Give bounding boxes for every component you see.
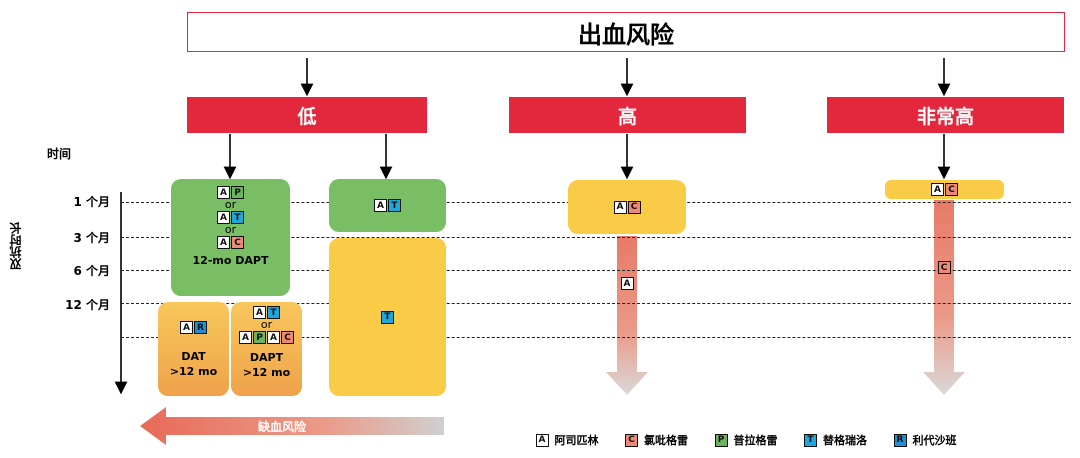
option-ar: A R bbox=[158, 321, 229, 334]
dat-box: A R DAT >12 mo bbox=[158, 302, 229, 396]
ticagrelor-badge: T bbox=[804, 433, 817, 447]
legend-item-rivaroxaban: R 利代沙班 bbox=[893, 432, 957, 448]
ticagrelor-badge: T bbox=[381, 310, 394, 324]
or-text: or bbox=[260, 318, 273, 331]
legend-item-ticagrelor: T 替格瑞洛 bbox=[804, 432, 867, 448]
option-ac: A C bbox=[171, 236, 290, 249]
aspirin-badge: A bbox=[253, 306, 266, 319]
low-at-box: A T bbox=[329, 179, 446, 232]
high-ac-box: A C bbox=[568, 180, 686, 234]
option-at: A T bbox=[231, 306, 302, 319]
legend-item-prasugrel: P 普拉格雷 bbox=[714, 432, 778, 448]
ticagrelor-badge: T bbox=[388, 199, 401, 212]
aspirin-badge: A bbox=[535, 433, 549, 447]
ticagrelor-badge: T bbox=[231, 211, 244, 224]
aspirin-badge: A bbox=[374, 199, 387, 212]
aspirin-badge: A bbox=[180, 321, 193, 334]
aspirin-badge: A bbox=[217, 186, 230, 199]
legend-item-aspirin: A 阿司匹林 bbox=[535, 432, 599, 448]
legend: A 阿司匹林 C 氯吡格雷 P 普拉格雷 T 替格瑞洛 R 利代沙班 bbox=[535, 432, 957, 448]
gridline-12-month bbox=[121, 303, 1071, 304]
clopidogrel-badge: C bbox=[627, 200, 641, 214]
aspirin-badge: A bbox=[931, 183, 944, 196]
legend-label: 氯吡格雷 bbox=[644, 434, 688, 447]
legend-label: 替格瑞洛 bbox=[823, 434, 867, 447]
aspirin-badge: A bbox=[217, 236, 230, 249]
very-high-ac-box: A C bbox=[885, 180, 1004, 199]
prasugrel-badge: P bbox=[714, 433, 728, 447]
dat-caption: DAT bbox=[181, 350, 206, 363]
prasugrel-badge: P bbox=[253, 331, 266, 344]
dapt-extended-box: A T or A P A C DAPT >12 mo bbox=[231, 302, 302, 396]
risk-low-box: 低 bbox=[187, 97, 427, 133]
duration-axis-label: 双抗时长 bbox=[9, 222, 23, 270]
or-text: or bbox=[224, 198, 237, 211]
clopidogrel-badge: C bbox=[231, 236, 244, 249]
clopidogrel-badge: C bbox=[281, 331, 294, 344]
aspirin-badge: A bbox=[239, 331, 252, 344]
option-at: A T bbox=[171, 211, 290, 224]
risk-high-box: 高 bbox=[509, 97, 746, 133]
clopidogrel-badge: C bbox=[625, 433, 638, 447]
bleeding-risk-title: 出血风险 bbox=[187, 12, 1065, 52]
aspirin-badge: A bbox=[267, 331, 280, 344]
dat-duration: >12 mo bbox=[169, 365, 218, 378]
tick-3-month: 3 个月 bbox=[73, 231, 110, 245]
rivaroxaban-badge: R bbox=[194, 321, 207, 334]
risk-very-high-box: 非常高 bbox=[827, 97, 1064, 133]
tick-12-month: 12 个月 bbox=[65, 298, 110, 312]
aspirin-badge: A bbox=[217, 211, 230, 224]
gridline-beyond-12 bbox=[121, 337, 1071, 338]
ticagrelor-badge: T bbox=[267, 306, 280, 319]
dapt-duration: >12 mo bbox=[242, 366, 291, 379]
legend-label: 利代沙班 bbox=[912, 434, 957, 447]
legend-item-clopidogrel: C 氯吡格雷 bbox=[625, 432, 688, 448]
option-ap-ac: A P A C bbox=[231, 331, 302, 344]
clopidogrel-badge: C bbox=[945, 183, 958, 196]
low-dapt-12mo-box: A P or A T or A C 12-mo DAPT bbox=[171, 179, 290, 296]
low-t-mono-box: T bbox=[329, 238, 446, 396]
gridline-6-month bbox=[121, 270, 1071, 271]
or-text: or bbox=[224, 223, 237, 236]
aspirin-badge: A bbox=[613, 200, 627, 214]
dapt-12mo-caption: 12-mo DAPT bbox=[192, 254, 269, 267]
rivaroxaban-badge: R bbox=[893, 433, 907, 447]
prasugrel-badge: P bbox=[231, 186, 244, 199]
legend-label: 普拉格雷 bbox=[733, 434, 778, 447]
clopidogrel-badge: C bbox=[937, 261, 951, 274]
high-arrow-badge: A bbox=[617, 277, 637, 290]
ischemic-risk-label: 缺血风险 bbox=[258, 420, 307, 434]
aspirin-badge: A bbox=[620, 277, 634, 290]
dapt-caption: DAPT bbox=[249, 351, 284, 364]
tick-6-month: 6 个月 bbox=[73, 264, 110, 278]
legend-label: 阿司匹林 bbox=[554, 434, 599, 447]
very-high-arrow-badge: C bbox=[934, 261, 954, 274]
option-ap: A P bbox=[171, 186, 290, 199]
time-label: 时间 bbox=[47, 147, 72, 161]
tick-1-month: 1 个月 bbox=[73, 195, 110, 209]
gridline-3-month bbox=[121, 237, 1071, 238]
